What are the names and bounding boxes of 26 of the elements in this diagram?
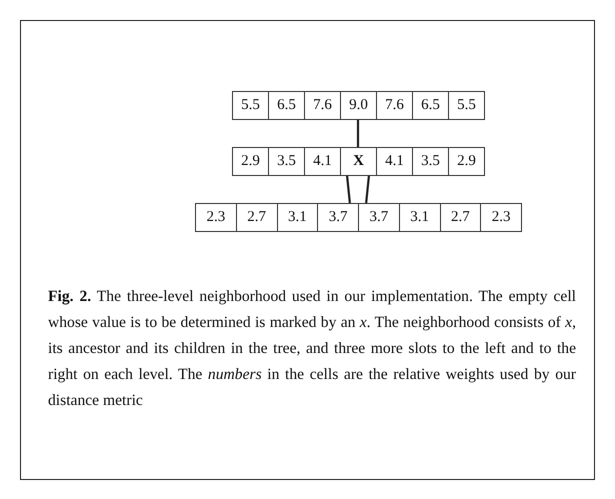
value-cell: 9.0 <box>340 91 377 120</box>
value-cell: 3.5 <box>412 147 449 176</box>
value-cell: 2.7 <box>236 203 278 232</box>
value-cell: 7.6 <box>376 91 413 120</box>
value-cell: 2.7 <box>440 203 482 232</box>
value-cell: 2.9 <box>232 147 269 176</box>
value-cell: 3.7 <box>317 203 359 232</box>
value-cell: 5.5 <box>448 91 485 120</box>
value-cell: X <box>340 147 377 176</box>
value-cell: 4.1 <box>376 147 413 176</box>
value-cell: 6.5 <box>412 91 449 120</box>
value-cell: 2.3 <box>480 203 522 232</box>
tree-link <box>365 174 370 204</box>
tree-link <box>346 174 351 204</box>
value-cell: 3.1 <box>398 203 440 232</box>
value-cell: 4.1 <box>304 147 341 176</box>
tree-link <box>356 119 360 147</box>
value-cell: 2.9 <box>448 147 485 176</box>
value-cell: 3.5 <box>268 147 305 176</box>
value-cell: 2.3 <box>195 203 237 232</box>
value-cell: 3.1 <box>276 203 318 232</box>
value-cell: 5.5 <box>232 91 269 120</box>
value-cell: 6.5 <box>268 91 305 120</box>
value-cell: 3.7 <box>358 203 400 232</box>
value-cell: 7.6 <box>304 91 341 120</box>
figure-caption: Fig. 2. The three-level neighborhood used in our implementation. The empty cell whose value is to be determined is marked by an x. The neighborhood consists of x, its ancestor and its children in the tree, and three more slots to the left and to the right on each level. The numbers in the cells are the relative weights used by our distance metric <box>48 287 576 411</box>
